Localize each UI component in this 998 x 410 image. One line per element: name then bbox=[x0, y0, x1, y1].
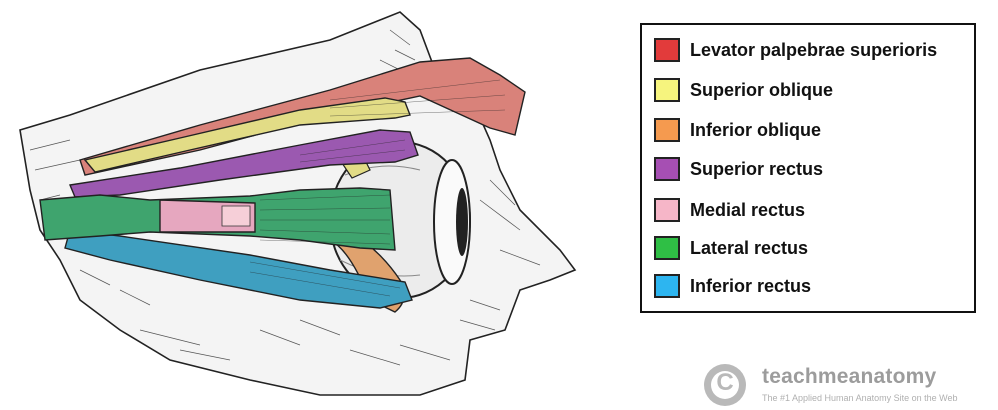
watermark-brand: C teachmeanatomy The #1 Applied Human An… bbox=[704, 362, 994, 408]
legend-item: Inferior rectus bbox=[654, 273, 811, 299]
legend-swatch bbox=[654, 157, 680, 181]
legend-swatch bbox=[654, 236, 680, 260]
legend-label: Levator palpebrae superioris bbox=[690, 39, 938, 60]
legend-swatch bbox=[654, 38, 680, 62]
brand-name: teachmeanatomy bbox=[762, 365, 937, 388]
legend-label: Medial rectus bbox=[690, 199, 806, 220]
legend-label: Inferior oblique bbox=[690, 119, 822, 140]
legend-item: Superior oblique bbox=[654, 77, 833, 103]
muscle-fiber-lines bbox=[249, 79, 506, 297]
legend-item: Inferior oblique bbox=[654, 117, 821, 143]
superior-oblique-muscle bbox=[83, 97, 411, 173]
legend-label: Inferior rectus bbox=[690, 275, 812, 296]
legend-label: Superior rectus bbox=[690, 158, 824, 179]
legend-swatch bbox=[654, 274, 680, 298]
legend-item: Levator palpebrae superioris bbox=[654, 37, 937, 63]
legend-item: Superior rectus bbox=[654, 156, 823, 182]
eye-muscles-illustration bbox=[19, 11, 577, 396]
legend-swatch bbox=[654, 78, 680, 102]
superior-rectus-muscle bbox=[69, 129, 419, 198]
legend-swatch bbox=[654, 198, 680, 222]
legend-item: Medial rectus bbox=[654, 197, 805, 223]
legend-label: Superior oblique bbox=[690, 79, 834, 100]
medial-rectus-tendon bbox=[221, 205, 251, 227]
legend-label: Lateral rectus bbox=[690, 237, 809, 258]
legend-swatch bbox=[654, 118, 680, 142]
copyright-logo-icon bbox=[704, 364, 746, 406]
legend-item: Lateral rectus bbox=[654, 235, 808, 261]
brand-tagline: The #1 Applied Human Anatomy Site on the… bbox=[762, 393, 958, 403]
inferior-rectus-muscle bbox=[64, 229, 413, 309]
copyright-letter: C bbox=[716, 369, 734, 396]
